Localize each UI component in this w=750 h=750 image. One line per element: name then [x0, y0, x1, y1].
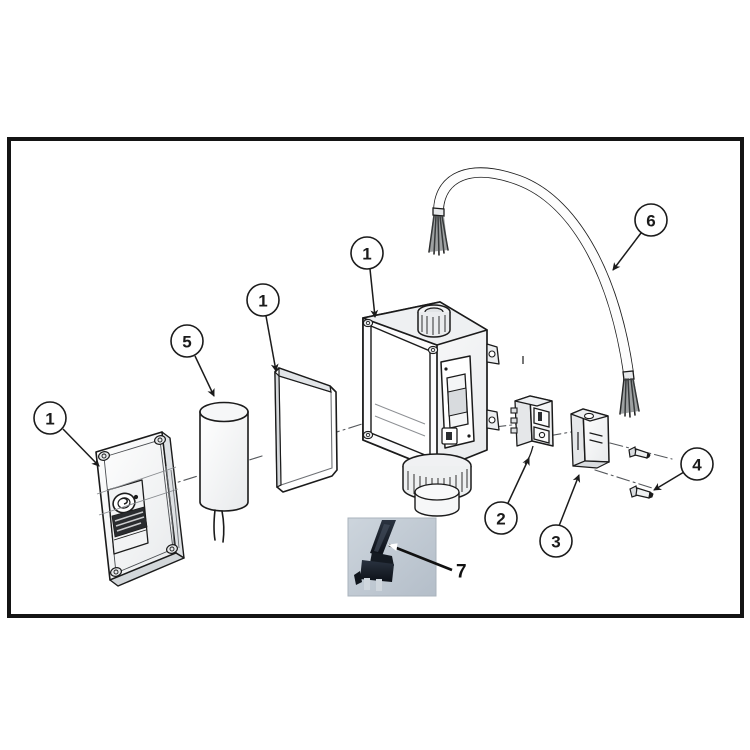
callout-4-screws[interactable]: 4 — [653, 447, 714, 491]
cover-corner-bosses — [97, 435, 179, 577]
photo-power-plug: 7 — [347, 517, 467, 597]
callout-label: 3 — [551, 533, 560, 552]
callout-label: 1 — [45, 410, 54, 429]
enclosure-mounting-ears — [486, 343, 500, 431]
screw-upper — [628, 446, 651, 459]
callout-label: 1 — [362, 245, 371, 264]
callout-balloons: 1 5 1 1 — [33, 203, 714, 558]
callout-label: 5 — [182, 333, 191, 352]
callout-label: 6 — [646, 212, 655, 231]
screw-lower — [629, 485, 654, 499]
enclosure-nameplate-marker — [441, 427, 458, 445]
capacitor — [199, 401, 249, 543]
photo-label-7: 7 — [456, 562, 467, 583]
callout-1-gasket[interactable]: 1 — [246, 283, 280, 372]
callout-5-capacitor[interactable]: 5 — [170, 324, 215, 397]
enclosure-front-opening — [440, 355, 475, 449]
cover-nameplate — [107, 479, 149, 555]
callout-6-harness[interactable]: 6 — [612, 203, 668, 271]
cable-gland-top — [417, 304, 451, 338]
photo-leader-line — [388, 543, 453, 572]
gasket-panel — [274, 367, 338, 493]
drawing-frame — [7, 137, 744, 618]
enclosure-body — [362, 301, 500, 517]
callout-label: 2 — [496, 510, 505, 529]
cover-plate — [95, 431, 185, 587]
switch-module — [510, 395, 554, 465]
callout-label: 4 — [692, 456, 702, 475]
callout-2-switch[interactable]: 2 — [484, 457, 530, 535]
callout-3-receptacle[interactable]: 3 — [539, 474, 581, 558]
callout-label: 1 — [258, 292, 267, 311]
receptacle-module — [570, 408, 610, 469]
callout-1-cover[interactable]: 1 — [33, 401, 100, 467]
mounting-screws — [628, 446, 654, 499]
cable-harness — [428, 167, 640, 418]
conduit-collar-bottom — [402, 453, 472, 517]
callout-1-enclosure[interactable]: 1 — [350, 236, 384, 318]
